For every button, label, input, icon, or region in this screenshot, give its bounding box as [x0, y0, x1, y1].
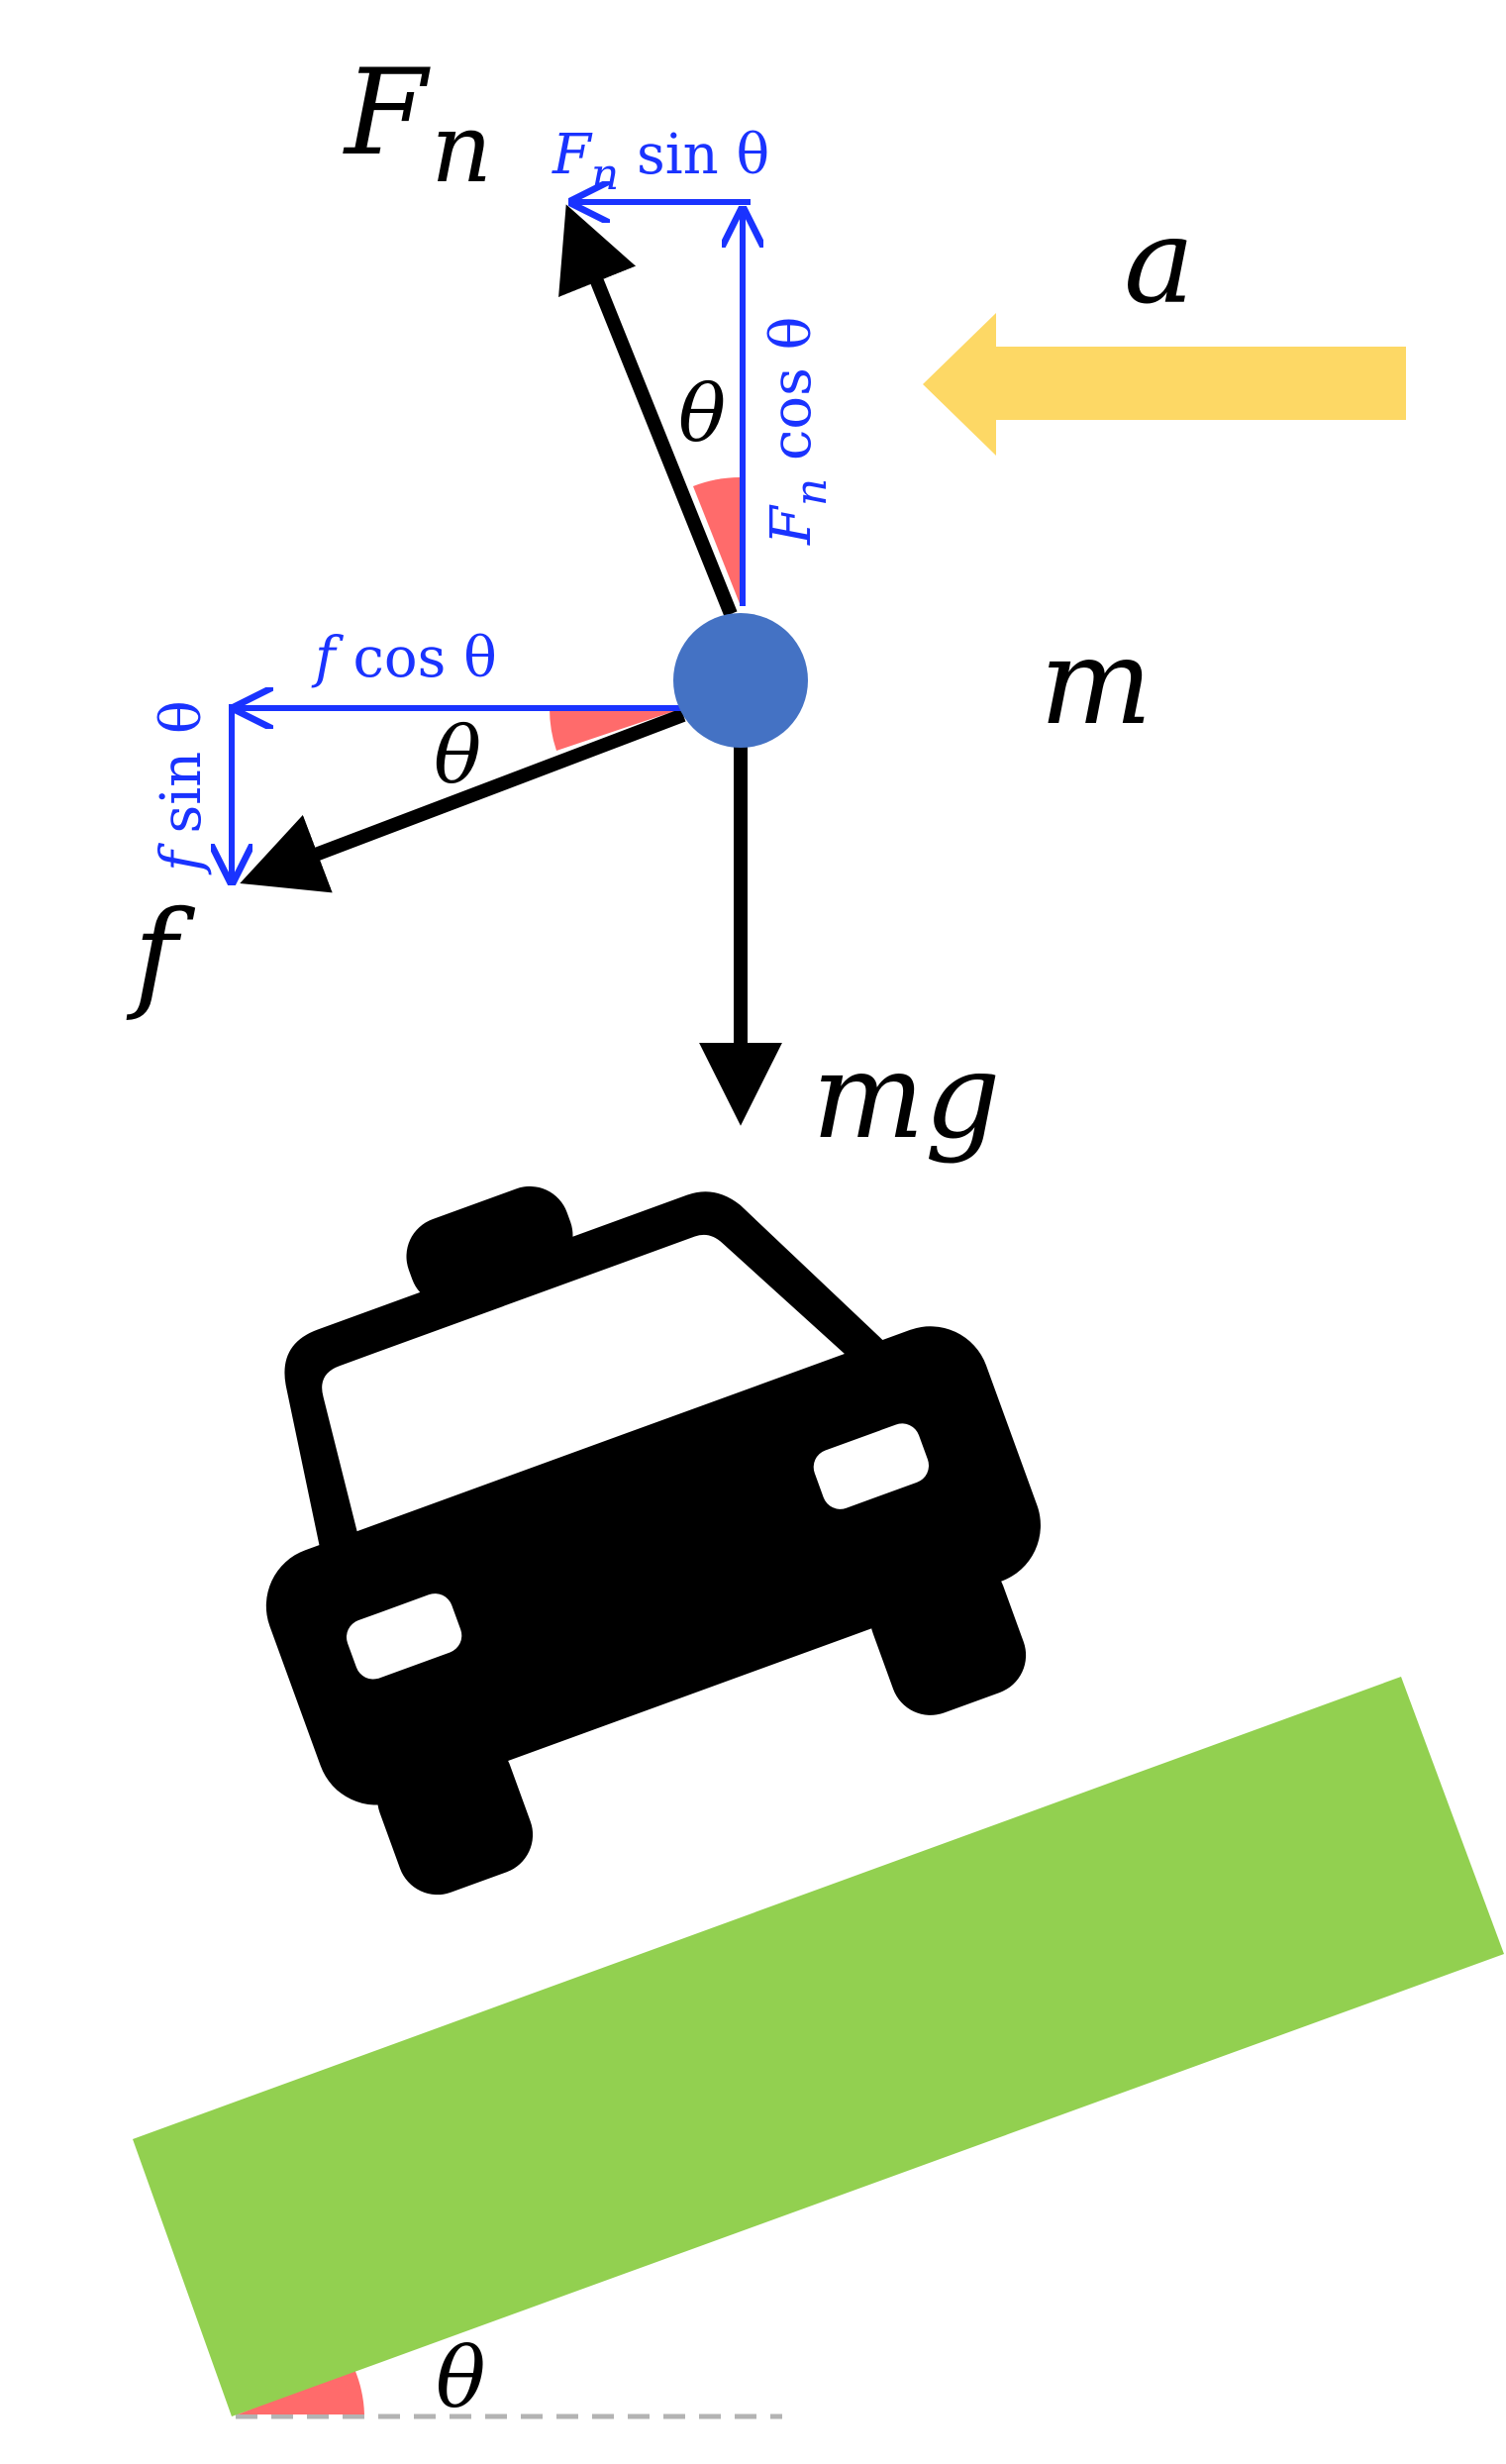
- friction-arrow: [240, 708, 686, 893]
- theta-friction-label: θ: [434, 709, 481, 801]
- fn-cos-label: Fn cos θ: [759, 317, 837, 546]
- friction-label: f: [126, 886, 196, 1024]
- fn-sin-label: Fn sin θ: [552, 123, 769, 200]
- f-cos-label: f cos θ: [311, 626, 497, 690]
- mass-label: m: [1040, 614, 1153, 752]
- angle-marker-friction: [549, 708, 683, 751]
- theta-incline-label: θ: [436, 2329, 486, 2426]
- acceleration-arrow: [923, 313, 1406, 456]
- angle-marker-normal: [693, 476, 741, 606]
- normal-force-label: Fn: [343, 45, 492, 204]
- f-sin-label: f sin θ: [150, 700, 214, 875]
- car-icon: [265, 1185, 1041, 1896]
- theta-normal-label: θ: [678, 367, 726, 460]
- acceleration-label: a: [1124, 193, 1195, 331]
- mass-dot: [673, 613, 808, 748]
- weight-label: mg: [812, 1028, 1001, 1166]
- incline-ramp: [133, 1677, 1504, 2416]
- incline-angle-marker: [238, 2369, 364, 2414]
- normal-force-arrow: [558, 204, 738, 617]
